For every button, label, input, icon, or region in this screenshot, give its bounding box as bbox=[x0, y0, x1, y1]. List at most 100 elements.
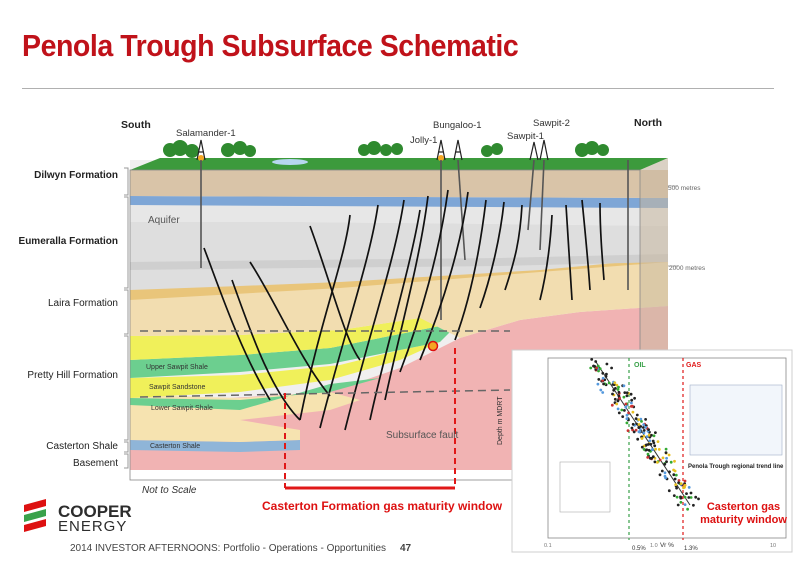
scatter-point bbox=[669, 460, 673, 464]
scatter-point bbox=[679, 500, 683, 504]
inset-oil-label: OIL bbox=[634, 362, 646, 369]
scatter-point bbox=[646, 452, 650, 456]
scatter-point bbox=[647, 448, 651, 452]
scatter-point bbox=[637, 423, 641, 426]
casterton-inner-label: Casterton Shale bbox=[150, 443, 201, 450]
scatter-point bbox=[674, 473, 678, 477]
scatter-point bbox=[653, 444, 657, 448]
scatter-point bbox=[689, 496, 693, 499]
scatter-point bbox=[599, 388, 603, 392]
scatter-point bbox=[595, 366, 598, 370]
casterton-shale-layer bbox=[130, 440, 300, 452]
inset-marker-13: 1.3% bbox=[684, 546, 698, 552]
scatter-point bbox=[617, 394, 621, 398]
inset-ylabel: Depth m MDRT bbox=[497, 396, 504, 446]
scatter-point bbox=[623, 409, 626, 412]
scatter-point bbox=[623, 391, 627, 394]
scatter-point bbox=[626, 429, 630, 432]
scatter-point bbox=[601, 391, 605, 394]
formation-label-dilwyn: Dilwyn Formation bbox=[34, 170, 118, 181]
scatter-point bbox=[622, 395, 626, 399]
scatter-point bbox=[639, 417, 643, 421]
trees bbox=[163, 140, 609, 158]
north-label: North bbox=[634, 117, 662, 129]
scatter-point bbox=[648, 439, 652, 443]
scatter-point bbox=[617, 385, 620, 389]
scatter-point bbox=[598, 367, 602, 371]
gas-window-label: Casterton Formation gas maturity window bbox=[262, 499, 503, 513]
scatter-point bbox=[596, 382, 600, 386]
scatter-point bbox=[637, 430, 641, 434]
scatter-point bbox=[590, 358, 594, 361]
scatter-point bbox=[672, 473, 676, 477]
scatter-point bbox=[654, 447, 657, 451]
scatter-point bbox=[640, 420, 643, 423]
scatter-point bbox=[625, 394, 629, 398]
scatter-point bbox=[667, 453, 671, 457]
scatter-point bbox=[650, 456, 653, 460]
well-label-sawpit1: Sawpit-1 bbox=[507, 131, 544, 142]
scatter-point bbox=[686, 507, 689, 511]
scatter-point bbox=[597, 378, 601, 381]
logo-energy: ENERGY bbox=[58, 518, 128, 535]
scatter-point bbox=[617, 390, 621, 394]
scatter-point bbox=[624, 405, 628, 409]
pretty-hill-upper-layer bbox=[130, 296, 560, 360]
scatter-point bbox=[627, 411, 630, 415]
scatter-point bbox=[667, 489, 671, 493]
scatter-point bbox=[602, 382, 605, 386]
scatter-point bbox=[660, 469, 664, 473]
scatter-point bbox=[640, 437, 644, 440]
scatter-point bbox=[625, 421, 629, 425]
scatter-point bbox=[687, 496, 691, 499]
sawpit-sandstone-layer bbox=[130, 342, 440, 398]
scatter-point bbox=[630, 401, 633, 405]
scatter-point bbox=[634, 417, 638, 420]
scatter-point bbox=[615, 383, 619, 387]
formation-brackets bbox=[124, 167, 129, 469]
scatter-point bbox=[697, 497, 700, 501]
formation-label-eumeralla: Eumeralla Formation bbox=[18, 236, 118, 247]
gas-window-bracket bbox=[284, 348, 456, 490]
scatter-point bbox=[687, 486, 691, 489]
scatter-point bbox=[612, 388, 616, 392]
salamander-wellhead bbox=[198, 155, 204, 161]
scatter-point bbox=[642, 434, 646, 438]
formation-label-casterton-shale: Casterton Shale bbox=[46, 441, 118, 452]
depth-label-500: 500 metres bbox=[668, 185, 701, 192]
scatter-point bbox=[589, 366, 593, 370]
scatter-point bbox=[642, 431, 646, 435]
aquifer-layer bbox=[130, 204, 668, 226]
scatter-point bbox=[620, 408, 624, 412]
scatter-point bbox=[673, 459, 676, 463]
scatter-point bbox=[644, 418, 647, 421]
scatter-point bbox=[640, 445, 644, 449]
scatter-point bbox=[625, 417, 629, 421]
fault-label: Subsurface fault bbox=[386, 430, 459, 441]
scatter-point bbox=[645, 435, 649, 438]
page-title: Penola Trough Subsurface Schematic bbox=[22, 28, 519, 63]
scatter-point bbox=[673, 477, 677, 481]
scatter-point bbox=[651, 439, 655, 443]
formation-label-pretty-hill: Pretty Hill Formation bbox=[27, 370, 118, 381]
scatter-point bbox=[642, 448, 646, 451]
scatter-point bbox=[664, 447, 668, 451]
scatter-points bbox=[589, 358, 700, 511]
scatter-point bbox=[683, 485, 686, 489]
well-label-salamander: Salamander-1 bbox=[176, 128, 236, 139]
well-bores bbox=[200, 159, 629, 320]
logo-cooper: COOPER bbox=[58, 502, 132, 521]
well-label-sawpit2: Sawpit-2 bbox=[533, 118, 570, 129]
scatter-point bbox=[683, 479, 687, 483]
scatter-point bbox=[689, 491, 693, 495]
scatter-point bbox=[646, 456, 650, 459]
scatter-point bbox=[594, 360, 598, 363]
scale-note: Not to Scale bbox=[142, 485, 197, 496]
scatter-point bbox=[596, 364, 600, 368]
scatter-point bbox=[674, 483, 678, 486]
inset-xlabel: Vr % bbox=[660, 542, 674, 549]
subsurface-faults bbox=[203, 189, 605, 431]
scatter-point bbox=[636, 437, 640, 441]
aquifer-label: Aquifer bbox=[148, 215, 180, 226]
